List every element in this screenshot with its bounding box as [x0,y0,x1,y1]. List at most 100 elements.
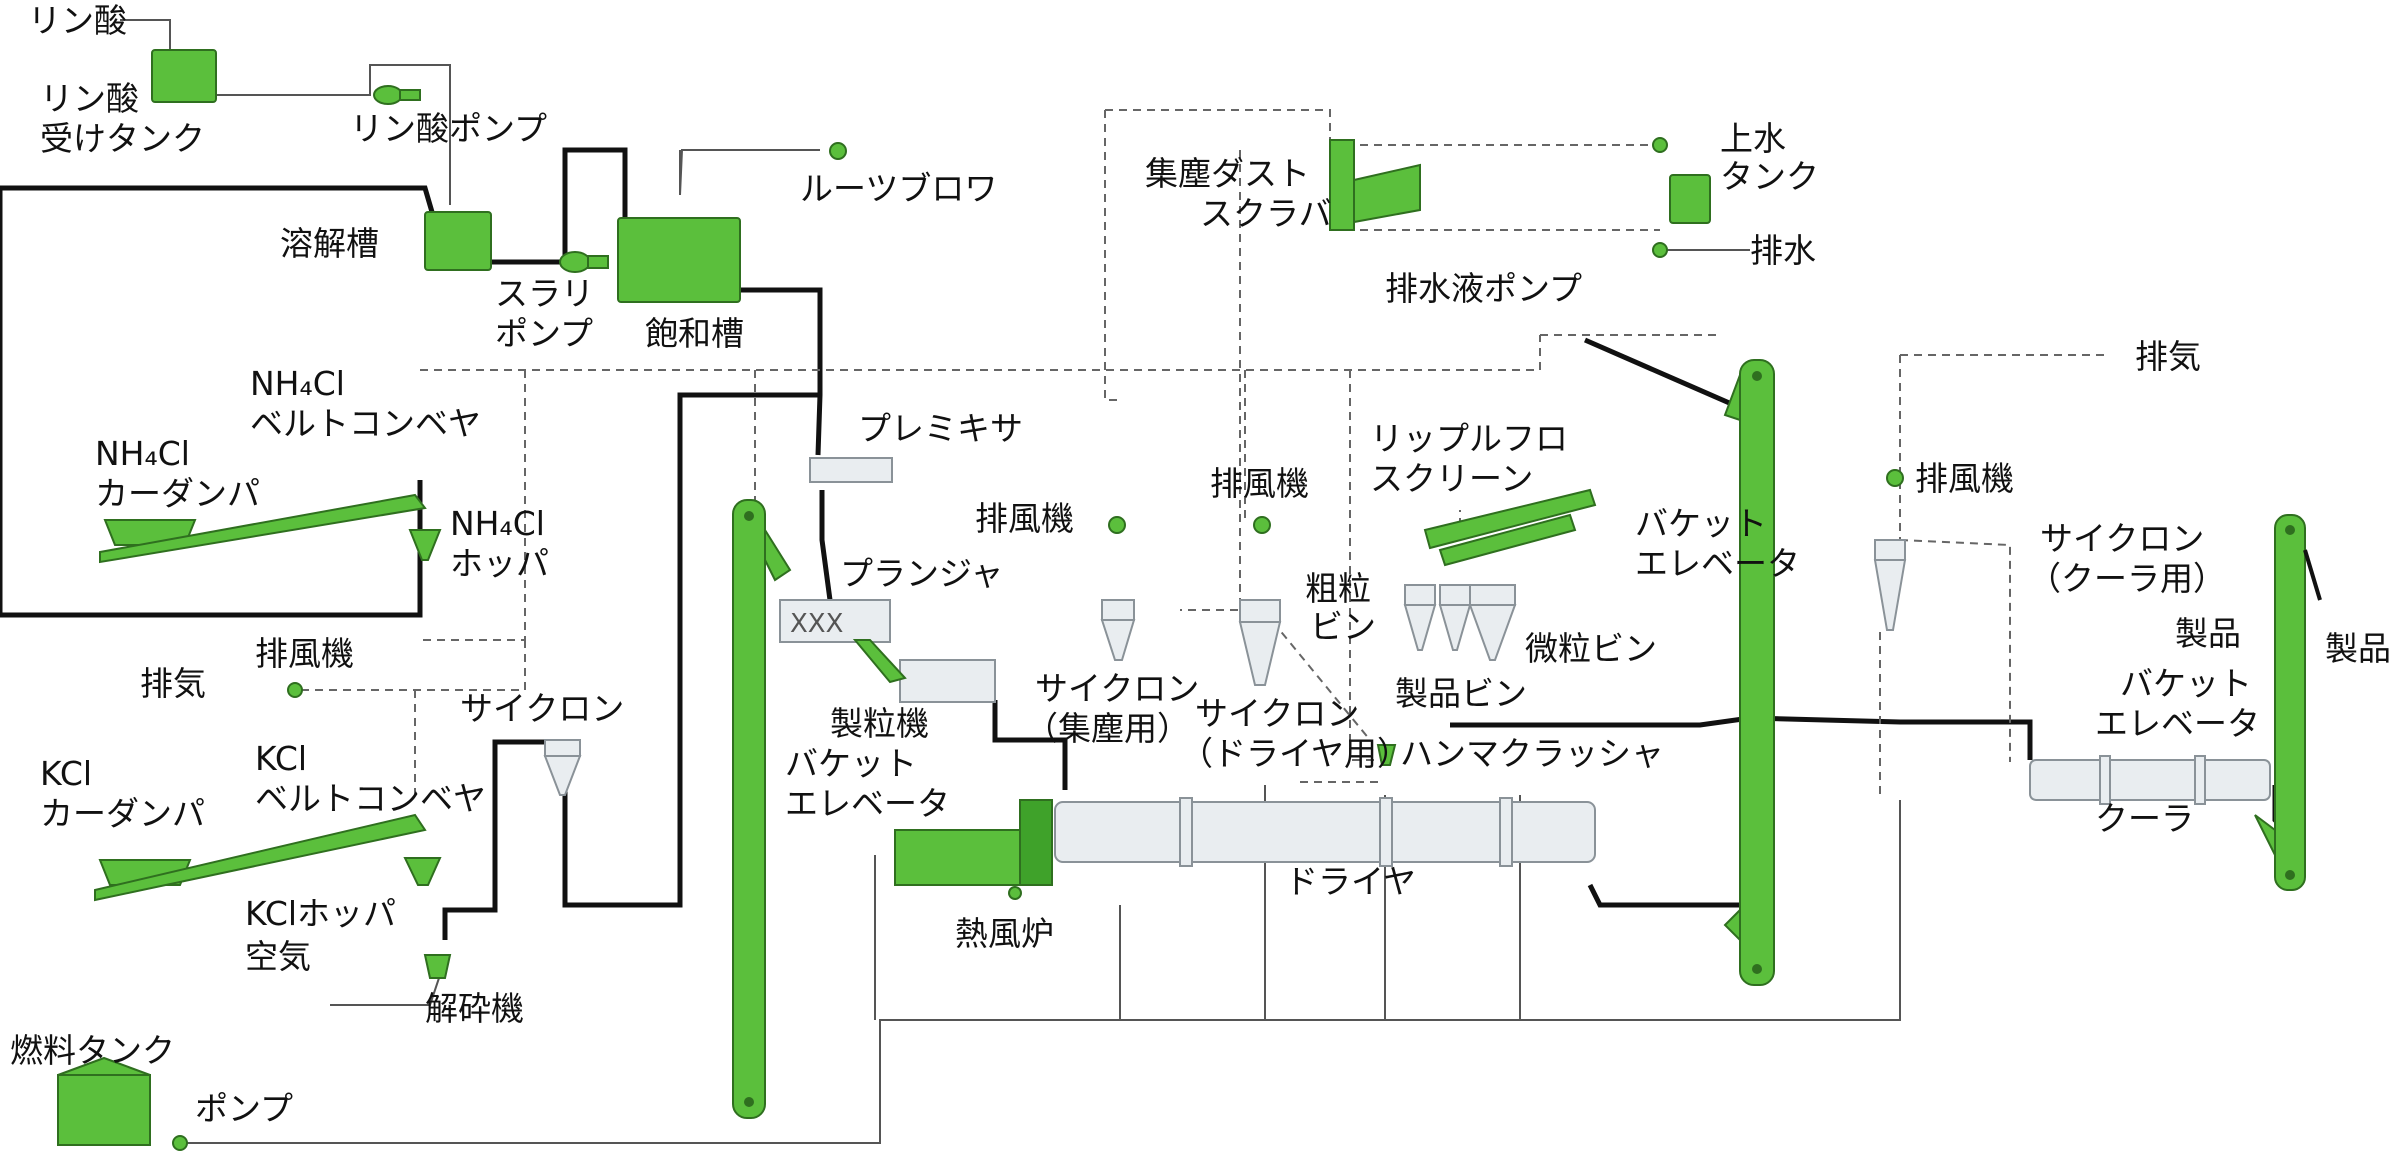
cyclone-dust-collection [1100,599,1136,661]
bucket-elevator-right [1723,359,1775,986]
ripple-flow-screen-lower [1438,513,1577,567]
furnace-fan-icon [1008,886,1022,900]
label-kcl-damper-1: KCl [40,754,92,793]
label-cyclone-cooler-2: （クーラ用） [2028,559,2226,598]
label-nh4cl-hopper-1: NH₄Cl [450,504,545,543]
hammer-crusher-icon [1376,744,1397,766]
label-dust-scrubber-2: スクラバ [1200,194,1332,233]
crusher-icon [423,954,452,979]
label-kcl-belt-2: ベルトコンベヤ [255,779,486,818]
svg-text:ⅩⅩⅩ: ⅩⅩⅩ [790,609,843,639]
label-cyclone-dryer-1: サイクロン [1195,694,1359,733]
label-air: 空気 [245,937,311,976]
label-bucket-elevator-left-1: バケット [785,744,917,783]
nh4cl-belt-conveyor [99,493,427,564]
label-exhaust-top: 排気 [2135,337,2201,376]
label-fine-bin: 微粒ビン [1525,629,1657,668]
label-nh4cl-hopper-2: ホッパ [450,544,549,583]
water-tank [1669,174,1711,224]
label-bucket-elevator-right-1: バケット [1635,504,1767,543]
label-fan-lower-left: 排風機 [255,634,354,673]
cyclone-dryer [1238,599,1282,686]
label-hammer-crusher: ハンマクラッシャ [1400,734,1664,773]
label-nh4cl-belt-1: NH₄Cl [250,364,345,403]
label-nh4cl-damper-1: NH₄Cl [95,434,190,473]
label-fan-mid: 排風機 [1210,464,1309,503]
roots-blower-icon [829,142,847,160]
label-fuel-tank: 燃料タンク [10,1031,175,1070]
phosphoric-pump-icon [373,85,421,105]
label-cyclone-dust-2: （集塵用） [1025,709,1190,748]
label-drainage: 排水 [1750,231,1816,270]
product-bucket-elevator [2254,514,2322,891]
label-phosphoric-acid: リン酸 [28,1,127,40]
label-nh4cl-belt-2: ベルトコンベヤ [250,404,481,443]
label-fan-left: 排風機 [975,499,1074,538]
label-drain-pump: 排水液ポンプ [1385,269,1582,308]
ripple-flow-screen [1423,488,1597,550]
label-hot-air-furnace: 熱風炉 [955,914,1054,953]
label-kcl-belt-1: KCl [255,739,307,778]
label-fan-right: 排風機 [1915,459,2014,498]
bucket-elevator-left [732,499,792,1119]
label-ripple-screen-1: リップルフロ [1370,419,1568,458]
label-plunger: プランジャ [840,554,1003,593]
label-product-elevator-2: エレベータ [2095,704,2260,743]
product-bin [1438,584,1472,651]
fuel-tank [57,1056,151,1146]
cyclone-left [543,739,582,796]
label-cyclone-cooler-1: サイクロン [2040,519,2204,558]
label-saturation-tank: 飽和槽 [645,314,744,353]
kcl-hopper [403,857,442,886]
dissolving-tank [424,211,492,271]
fan-left-icon [1108,516,1126,534]
drain-pump-icon [1652,242,1668,258]
label-crusher: 解砕機 [425,989,524,1028]
plunger: ⅩⅩⅩ [779,599,891,643]
label-dust-scrubber-1: 集塵ダスト [1145,154,1310,193]
label-phosphoric-tank-1: リン酸 [40,79,139,118]
coarse-bin [1403,584,1437,651]
fine-bin [1468,584,1517,661]
label-cyclone-dust-1: サイクロン [1035,669,1199,708]
dryer [1054,797,1596,867]
label-product-bin: 製品ビン [1395,674,1527,713]
thin-lines [60,19,1901,1144]
fan-lower-left-icon [287,682,303,698]
kcl-belt-conveyor [94,813,427,902]
label-kcl-damper-2: カーダンパ [40,794,205,833]
label-phosphoric-pump: リン酸ポンプ [350,109,547,148]
fuel-pump-icon [172,1135,188,1151]
hot-air-furnace [894,799,1053,886]
label-slurry-pump-2: ポンプ [495,314,593,353]
granulator [852,639,996,703]
label-nh4cl-damper-2: カーダンパ [95,474,260,513]
label-water-tank-2: タンク [1720,157,1819,196]
label-exhaust-left: 排気 [140,664,206,703]
label-product: 製品 [2175,614,2241,653]
label-cooler: クーラ [2095,799,2194,838]
labels: リン酸 リン酸 受けタンク リン酸ポンプ 溶解槽 スラリ ポンプ 飽和槽 ルーツ… [10,1,2391,1128]
fan-mid-icon [1253,516,1271,534]
label-bucket-elevator-right-2: エレベータ [1635,544,1800,583]
label-roots-blower: ルーツブロワ [800,169,997,208]
label-premixer: プレミキサ [858,409,1023,448]
water-tank-inlet-icon [1652,137,1668,153]
label-phosphoric-tank-2: 受けタンク [40,119,205,158]
nh4cl-hopper [408,529,442,561]
label-kcl-hopper: KClホッパ [245,894,396,933]
label-cyclone-dryer-2: （ドライヤ用） [1180,734,1410,773]
dust-scrubber [1329,139,1421,231]
label-water-tank-1: 上水 [1720,119,1786,158]
fan-right-icon [1886,469,1904,487]
phosphoric-acid-tank [151,49,217,103]
label-cyclone-left: サイクロン [460,689,624,728]
label-slurry-pump-1: スラリ [495,274,594,313]
label-dryer: ドライヤ [1285,862,1416,901]
label-granulator: 製粒機 [830,704,929,743]
premixer [809,457,893,483]
label-bucket-elevator-left-2: エレベータ [785,784,950,823]
label-ripple-screen-2: スクリーン [1370,459,1533,498]
label-product-elevator-1: バケット [2120,664,2252,703]
